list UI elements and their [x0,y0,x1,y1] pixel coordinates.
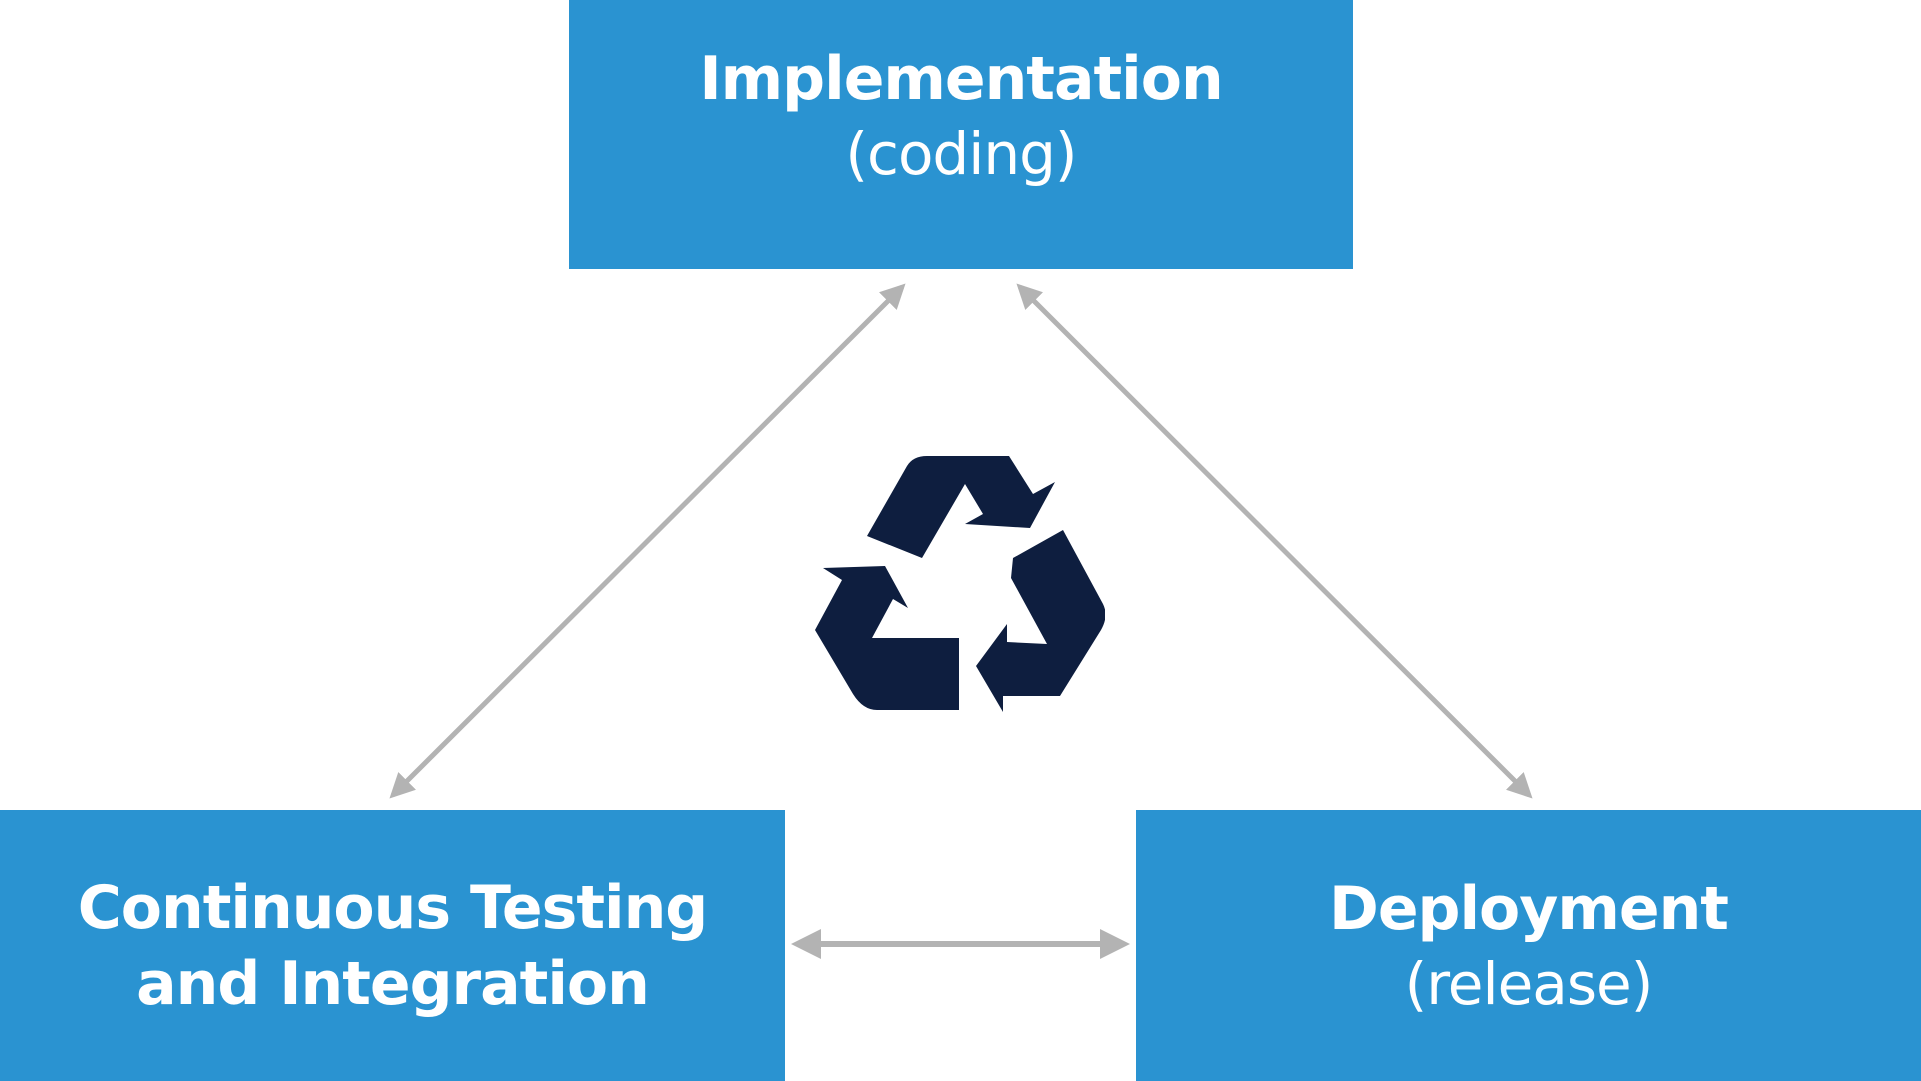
node-implementation: Implementation (coding) [569,0,1353,269]
recycle-arrow-right [976,530,1105,712]
node-testing-title-line1: Continuous Testing [77,872,708,943]
node-continuous-testing: Continuous Testing and Integration [0,810,785,1081]
node-deployment-subtitle: (release) [1404,949,1654,1018]
node-deployment: Deployment (release) [1136,810,1921,1081]
node-testing-title-line2: and Integration [136,948,650,1019]
node-deployment-title: Deployment [1329,873,1729,944]
recycle-arrow-left [815,566,959,710]
node-implementation-title: Implementation [699,43,1223,114]
node-implementation-subtitle: (coding) [845,119,1077,188]
recycle-icon [815,456,1105,712]
recycle-arrow-top [867,456,1055,558]
